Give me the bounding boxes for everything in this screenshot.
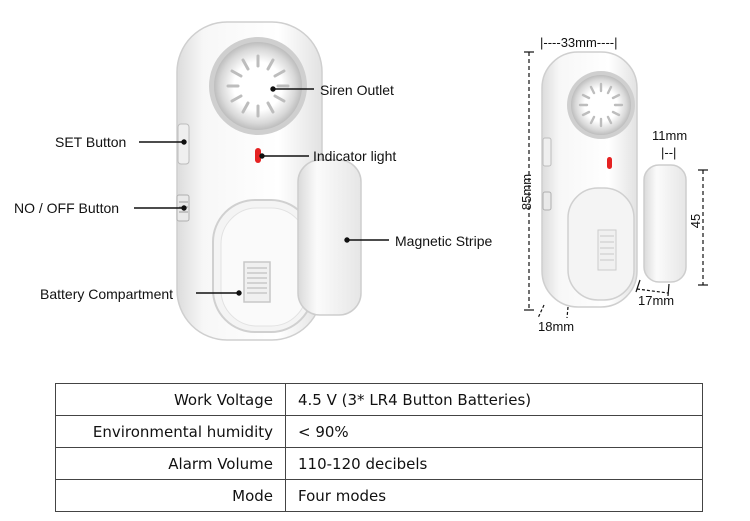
siren-outlet-icon (226, 54, 290, 118)
spec-value: 110-120 decibels (285, 447, 703, 480)
dimension-lines (524, 51, 708, 319)
label-set-button: SET Button (55, 134, 127, 150)
spec-value: < 90% (285, 415, 703, 448)
alarm-body-left (176, 21, 323, 341)
alarm-body-right (541, 51, 638, 308)
dimension-magnet-width: 11mm (652, 128, 688, 143)
spec-label: Alarm Volume (55, 447, 286, 480)
magnet-left (297, 159, 362, 316)
label-magnetic-stripe: Magnetic Stripe (395, 233, 493, 249)
dimension-magnet-width-bar: |--| (661, 145, 677, 160)
spec-value: 4.5 V (3* LR4 Button Batteries) (285, 383, 703, 416)
dimension-height: 85mm (519, 173, 535, 211)
dimension-magnet-height: 45 (688, 213, 704, 229)
label-no-off-button: NO / OFF Button (14, 200, 120, 216)
table-row: Mode Four modes (55, 479, 703, 512)
product-illustration (134, 21, 708, 341)
spec-value: Four modes (285, 479, 703, 512)
label-siren-outlet: Siren Outlet (320, 82, 394, 98)
label-indicator-light: Indicator light (313, 148, 397, 164)
dimension-base-depth: 18mm (538, 319, 575, 334)
specs-table: Work Voltage 4.5 V (3* LR4 Button Batter… (55, 383, 703, 512)
magnet-right (643, 164, 687, 283)
indicator-light-icon (255, 148, 261, 163)
spec-label: Mode (55, 479, 286, 512)
label-battery-compartment: Battery Compartment (40, 286, 174, 302)
dimension-magnet-depth: 17mm (638, 293, 675, 308)
table-row: Work Voltage 4.5 V (3* LR4 Button Batter… (55, 383, 703, 416)
spec-label: Work Voltage (55, 383, 286, 416)
dimension-width: |----33mm----| (540, 35, 618, 50)
table-row: Environmental humidity < 90% (55, 415, 703, 448)
battery-grip-icon (243, 261, 271, 303)
spec-label: Environmental humidity (55, 415, 286, 448)
table-row: Alarm Volume 110-120 decibels (55, 447, 703, 480)
